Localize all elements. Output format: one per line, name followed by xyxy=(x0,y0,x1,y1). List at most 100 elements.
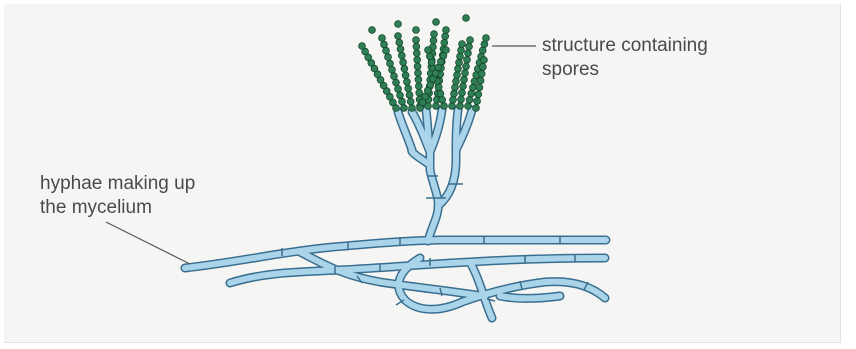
spore xyxy=(480,64,487,71)
spore xyxy=(461,76,468,83)
spore xyxy=(450,96,457,103)
spore xyxy=(407,98,414,105)
spore xyxy=(425,47,432,54)
label-line-1: hyphae making up xyxy=(40,172,195,196)
spore xyxy=(476,84,483,91)
leader-lines xyxy=(106,46,536,264)
spore xyxy=(457,103,464,110)
spore xyxy=(455,65,462,72)
spore xyxy=(397,92,404,99)
spore xyxy=(443,47,450,54)
spore xyxy=(466,43,473,50)
spore xyxy=(428,59,435,66)
spore xyxy=(401,105,408,112)
spore xyxy=(465,50,472,57)
spore xyxy=(399,98,406,105)
spore xyxy=(451,90,458,97)
spore xyxy=(393,79,400,86)
spore xyxy=(406,92,413,99)
spore xyxy=(442,33,449,40)
spore xyxy=(452,84,459,91)
spore xyxy=(441,39,448,46)
label-structure-containing-spores: structure containing spores xyxy=(542,34,708,82)
spore xyxy=(414,63,421,70)
loose-spore xyxy=(413,27,420,34)
spore xyxy=(387,60,394,67)
spore xyxy=(416,89,423,96)
spore xyxy=(398,52,405,59)
spore xyxy=(457,53,464,60)
spore xyxy=(467,37,474,44)
label-line-1: structure containing xyxy=(542,34,708,58)
spore xyxy=(454,72,461,79)
spore xyxy=(395,33,402,40)
spore xyxy=(413,50,420,57)
spore xyxy=(459,89,466,96)
spore xyxy=(474,98,481,105)
spore xyxy=(433,103,440,110)
spore xyxy=(415,83,422,90)
spore xyxy=(413,37,420,44)
spore xyxy=(481,41,488,48)
label-line-2: the mycelium xyxy=(40,196,195,220)
spore xyxy=(462,70,469,77)
spore xyxy=(453,78,460,85)
spore xyxy=(381,41,388,48)
spore xyxy=(401,65,408,72)
spore xyxy=(359,43,366,50)
spore xyxy=(385,54,392,61)
spore xyxy=(404,78,411,85)
spore xyxy=(465,103,472,110)
leader-line-hyphae xyxy=(106,222,190,264)
spore xyxy=(415,76,422,83)
spore xyxy=(459,41,466,48)
hypha-body xyxy=(500,296,560,298)
label-line-2: spores xyxy=(542,58,708,82)
spore xyxy=(443,27,450,34)
spore xyxy=(463,63,470,70)
spore xyxy=(483,35,490,42)
spore xyxy=(400,59,407,66)
spore xyxy=(464,56,471,63)
spore xyxy=(426,53,433,60)
spore xyxy=(435,84,442,91)
spore xyxy=(456,59,463,66)
loose-spore xyxy=(369,27,376,34)
spore xyxy=(439,96,446,103)
spore xyxy=(396,39,403,46)
hyphae-network xyxy=(185,110,606,318)
spore xyxy=(441,103,448,110)
spore xyxy=(479,47,486,54)
spore xyxy=(409,105,416,112)
spore xyxy=(405,85,412,92)
loose-spore xyxy=(463,15,470,22)
spore xyxy=(415,70,422,77)
spore xyxy=(431,31,438,38)
spore xyxy=(458,96,465,103)
spore xyxy=(460,83,467,90)
spore xyxy=(466,96,473,103)
spore xyxy=(383,47,390,54)
spore xyxy=(391,73,398,80)
spore xyxy=(449,103,456,110)
spore xyxy=(478,70,485,77)
label-hyphae-mycelium: hyphae making up the mycelium xyxy=(40,172,195,220)
spore xyxy=(470,84,477,91)
spore xyxy=(430,37,437,44)
spore xyxy=(437,90,444,97)
spore xyxy=(468,90,475,97)
spore xyxy=(473,105,480,112)
spore xyxy=(397,46,404,53)
spore xyxy=(458,47,465,54)
spore xyxy=(477,77,484,84)
spore xyxy=(395,86,402,93)
loose-spore xyxy=(433,19,440,26)
loose-spore xyxy=(395,21,402,28)
spore xyxy=(389,66,396,73)
spore xyxy=(413,43,420,50)
spore xyxy=(379,35,386,42)
spore xyxy=(402,72,409,79)
spore xyxy=(481,57,488,64)
spore-chains xyxy=(359,15,490,112)
